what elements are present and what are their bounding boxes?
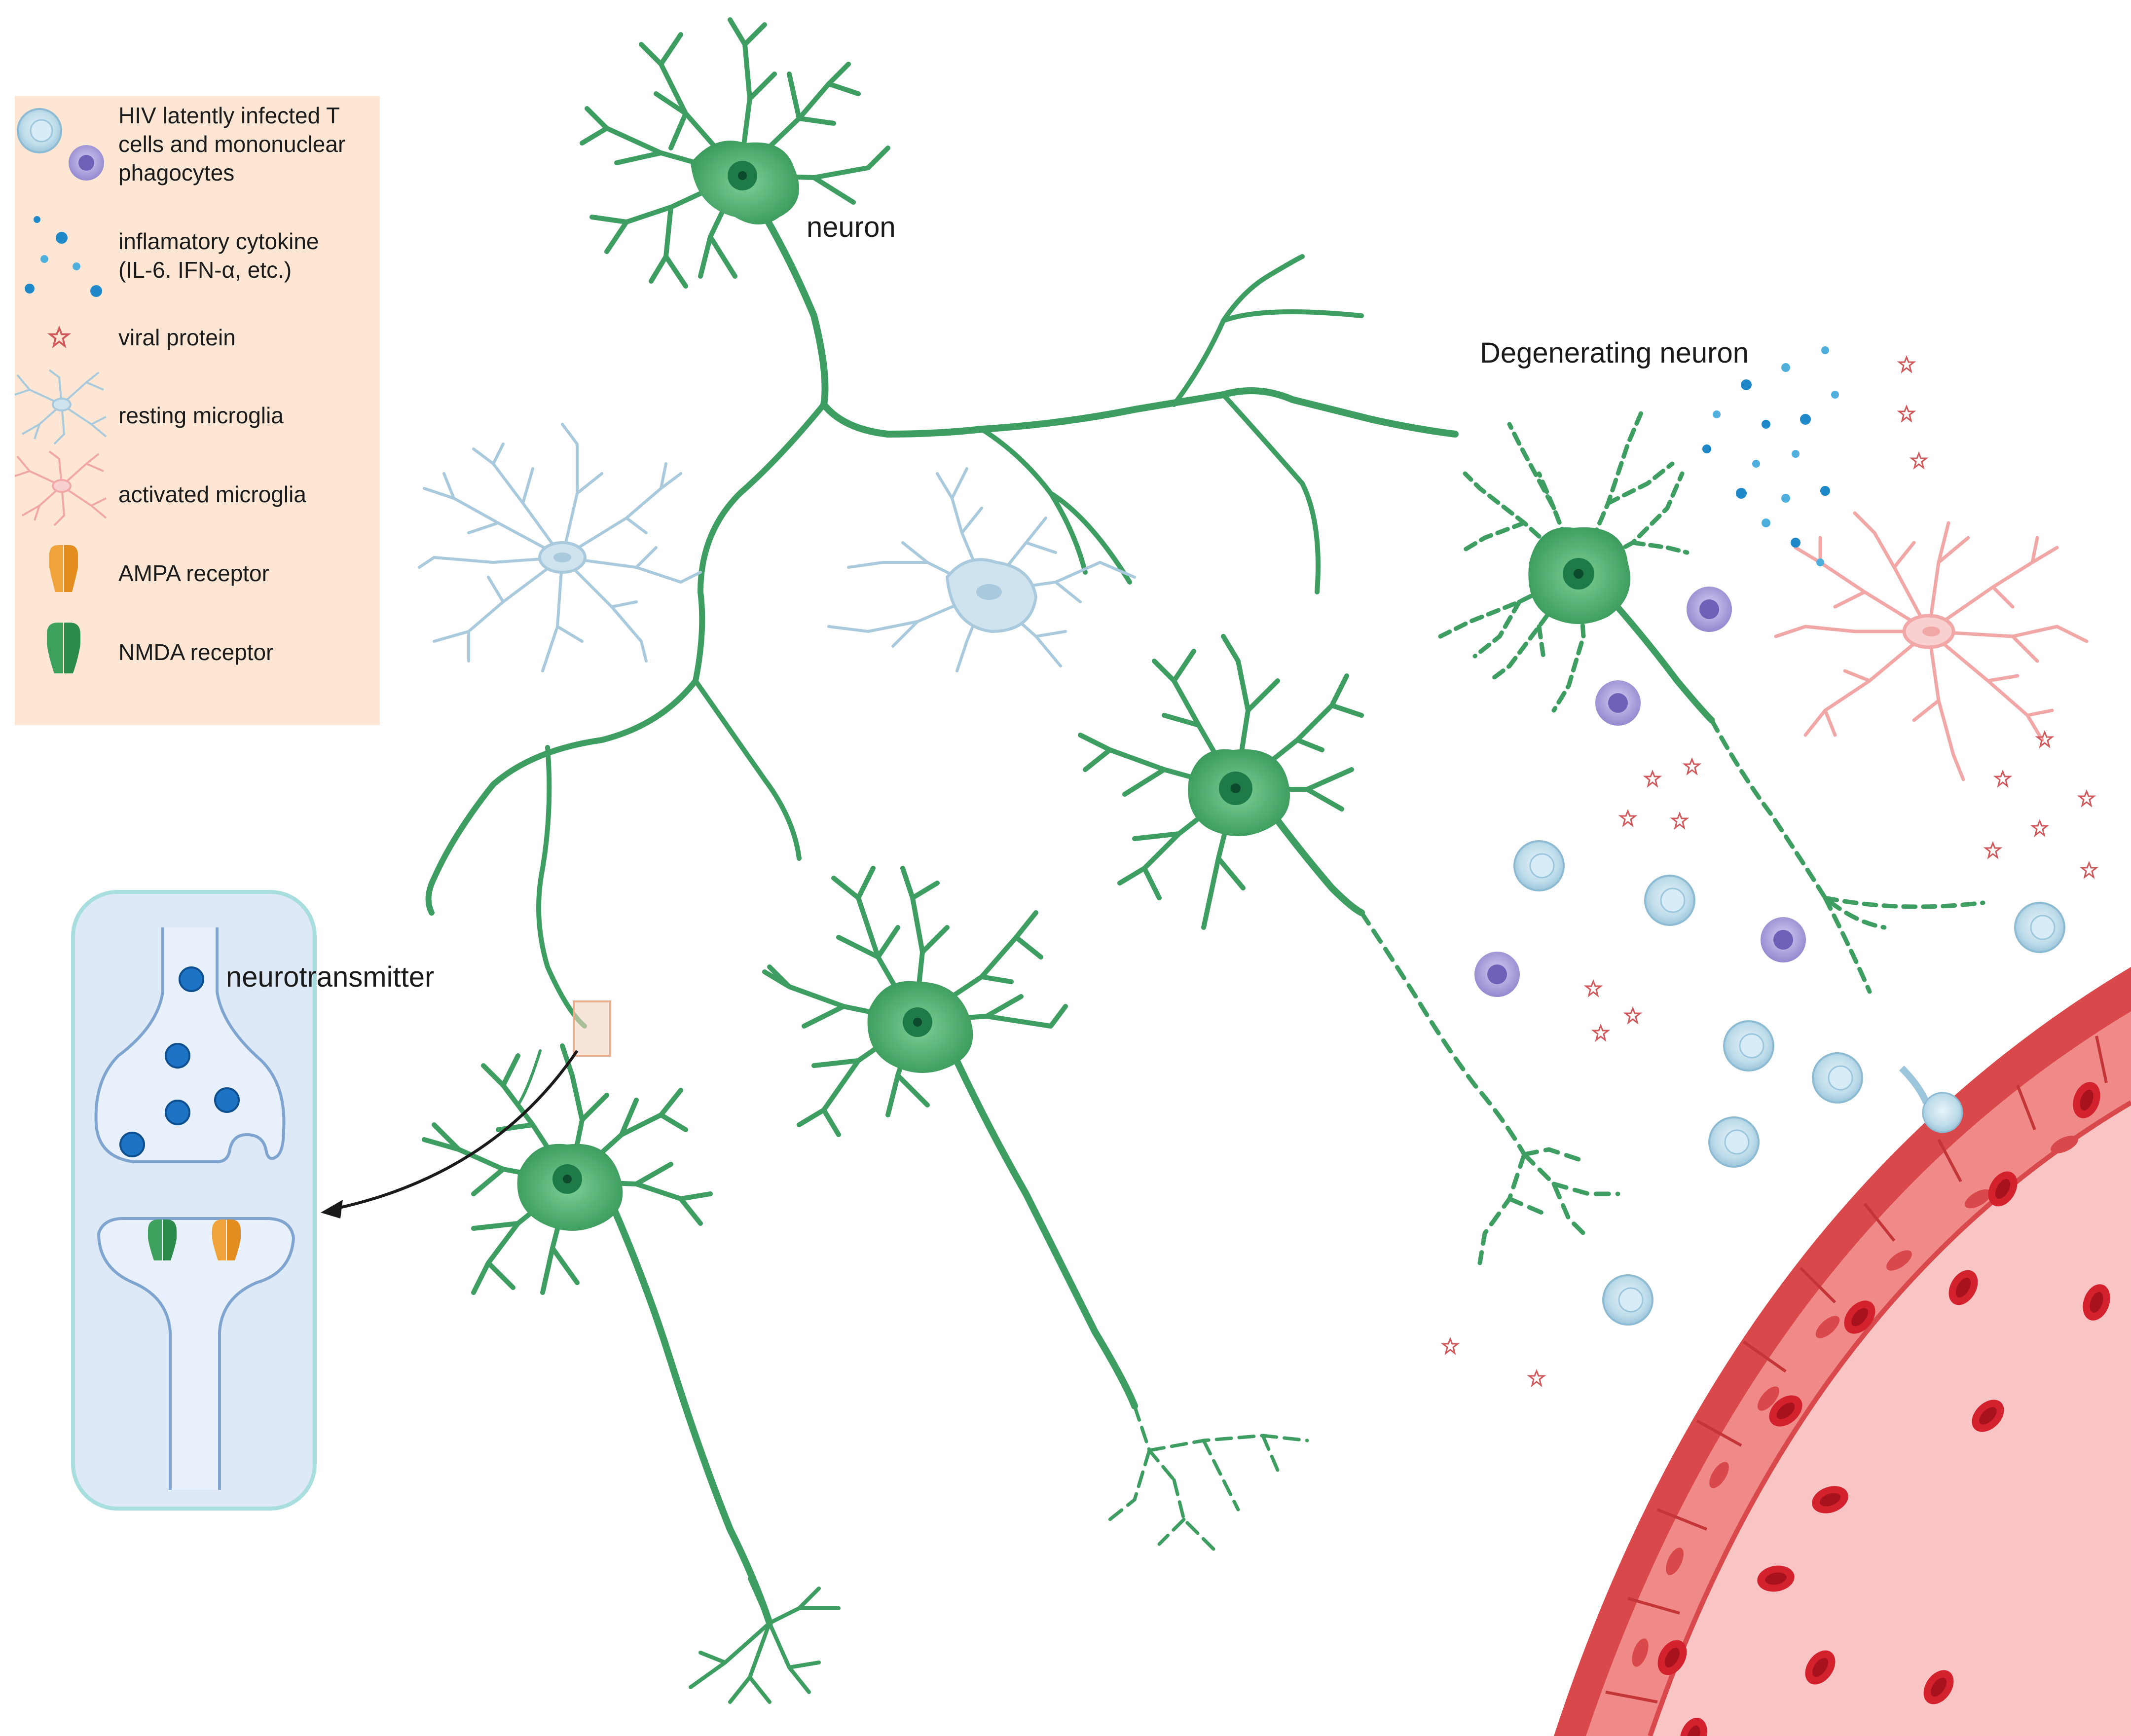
blood-vessel <box>1554 967 2131 1736</box>
t-cell <box>1723 1020 1774 1071</box>
phagocyte <box>1761 917 1806 962</box>
zoom-arrow-head <box>321 1200 343 1219</box>
legend-label-nmda: NMDA receptor <box>118 639 273 665</box>
endothelial-cells <box>1605 1035 2108 1703</box>
ampa-receptor <box>212 1219 241 1260</box>
legend-label-resting-microglia: resting microglia <box>118 403 284 428</box>
phagocyte <box>1474 952 1520 997</box>
phagocyte <box>1687 587 1732 632</box>
legend-label-ampa: AMPA receptor <box>118 560 269 586</box>
legend-label-viral-protein: viral protein <box>118 325 236 350</box>
activated-microglia-icon <box>14 450 107 526</box>
t-cell <box>1812 1052 1863 1104</box>
postsynaptic-terminal <box>97 1217 295 1490</box>
degenerating-neuron <box>1438 407 1985 994</box>
activated-microglia <box>1774 511 2089 781</box>
t-cell <box>1708 1116 1760 1168</box>
resting-microglia-left <box>418 423 702 672</box>
nmda-receptor <box>148 1219 177 1260</box>
degenerating-neuron-label: Degenerating neuron <box>1480 337 1749 369</box>
t-cell-and-phagocyte-icon <box>17 108 104 181</box>
vessel-inner-wall <box>1648 1100 2131 1736</box>
neuron-bottom-left <box>422 1043 841 1704</box>
endothelial-nuclei <box>1632 1136 2078 1667</box>
ampa-receptor-icon <box>49 545 78 592</box>
t-cells <box>1513 840 2065 1326</box>
nmda-receptor-icon <box>47 623 80 673</box>
neurotransmitter-label: neurotransmitter <box>226 961 434 993</box>
resting-microglia-icon <box>14 369 107 445</box>
neurotransmitter-vesicles <box>119 966 240 1157</box>
t-cell <box>1602 1274 1653 1326</box>
transmigrating-cell <box>1899 1066 1963 1133</box>
legend-label-cytokine: inflamatory cytokine (IL-6. IFN-α, etc.) <box>118 228 325 283</box>
phagocytes <box>1474 587 1806 997</box>
synapse-zoom-marker <box>573 1000 611 1057</box>
neuron-bottom-middle <box>762 866 1309 1551</box>
t-cell <box>1513 840 1565 891</box>
cytokines <box>1702 346 1839 566</box>
synapse-zoom-panel <box>71 890 317 1511</box>
legend-label-activated-microglia: activated microglia <box>118 481 306 507</box>
t-cell <box>1644 875 1695 926</box>
resting-microglia-middle <box>827 467 1136 672</box>
zoom-arrow <box>335 1050 579 1210</box>
legend: HIV latently infected T cells and mononu… <box>14 96 380 725</box>
t-cell <box>2014 902 2065 953</box>
legend-panel <box>15 96 380 725</box>
neuron-top <box>425 17 1459 1029</box>
cytokine-dots-icon <box>25 216 102 297</box>
phagocyte <box>1595 680 1641 726</box>
neuron-label: neuron <box>807 211 896 243</box>
neuron-middle-right <box>1078 634 1620 1265</box>
legend-label-t-cells: HIV latently infected T cells and mononu… <box>118 103 352 185</box>
